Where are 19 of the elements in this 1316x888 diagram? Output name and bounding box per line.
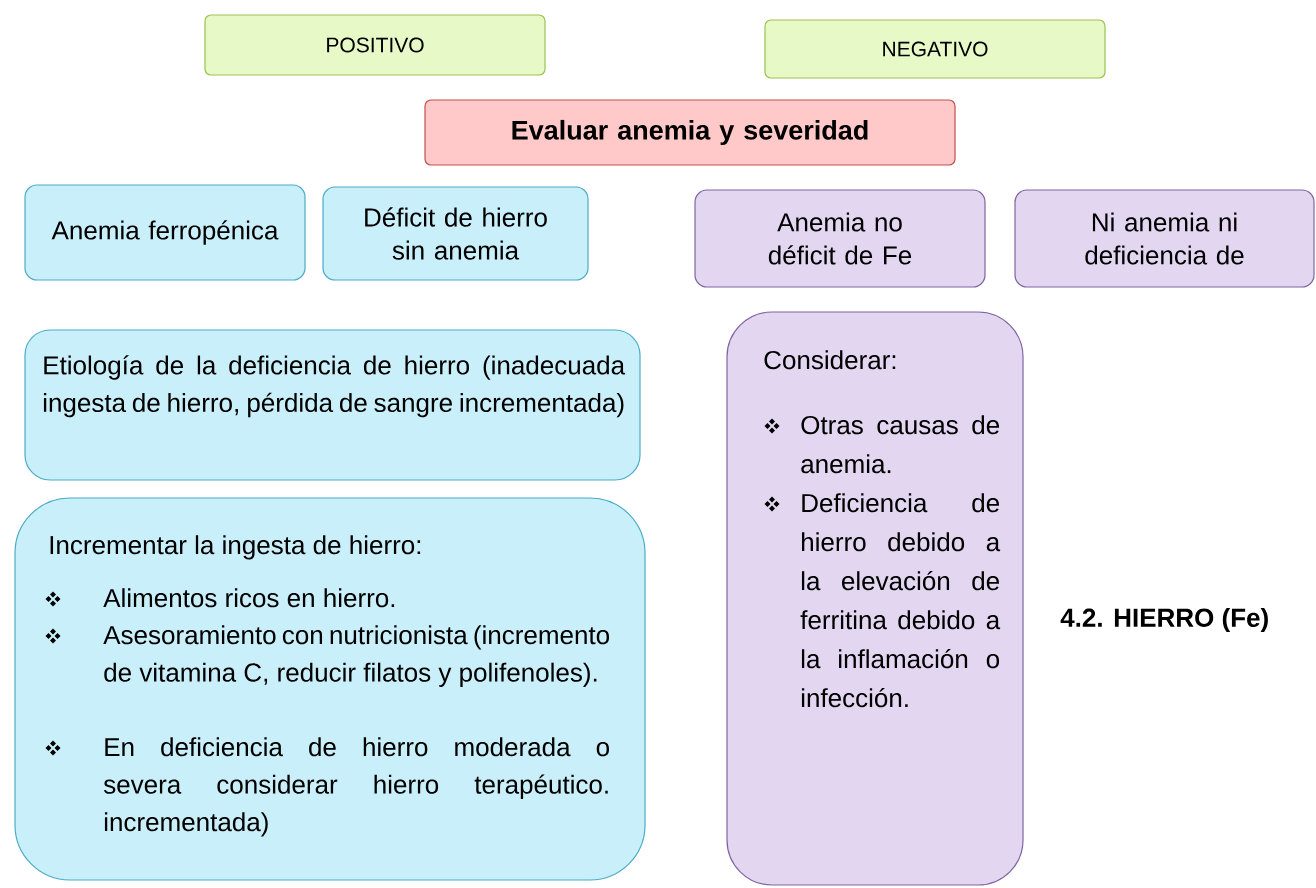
section-heading: 4.2. HIERRO (Fe) [1060,607,1268,633]
rounded-box: Anemia ferropénica [24,184,306,281]
bullet-text: Deficiencia de hierro debido a la elevación de ferritina debido a la inflamación o infección. [800,493,1001,708]
body-text: Considerar: [764,350,896,370]
rounded-box [14,497,646,881]
bullet-text: Asesoramiento con nutricionista (incremento de vitamina C, reducir filatos y polifenoles). [103,625,610,687]
rounded-box: POSITIVO [204,14,546,76]
body-text: Incrementar la ingesta de hierro: [50,535,421,560]
rounded-box: NEGATIVO [764,19,1106,79]
rounded-box: Evaluar anemia y severidad [424,99,956,166]
rounded-box: Anemia no déficit de Fe [694,189,986,288]
bullet-text: En deficiencia de hierro moderada o severa considerar hierro terapéutico. incrementada) [103,737,609,837]
bullet-text: Otras causas de anemia. [801,415,999,474]
rounded-box: Ni anemia ni deficiencia de [1014,189,1315,288]
rounded-box [24,329,641,481]
rounded-box [726,311,1024,886]
rounded-box: Déficit de hierro sin anemia [322,186,589,281]
body-text: Etiología de la deficiencia de hierro (inadecuada ingesta de hierro, pérdida de sangre incrementada) [43,355,626,418]
bullet-text: Alimentos ricos en hierro. [103,588,395,608]
